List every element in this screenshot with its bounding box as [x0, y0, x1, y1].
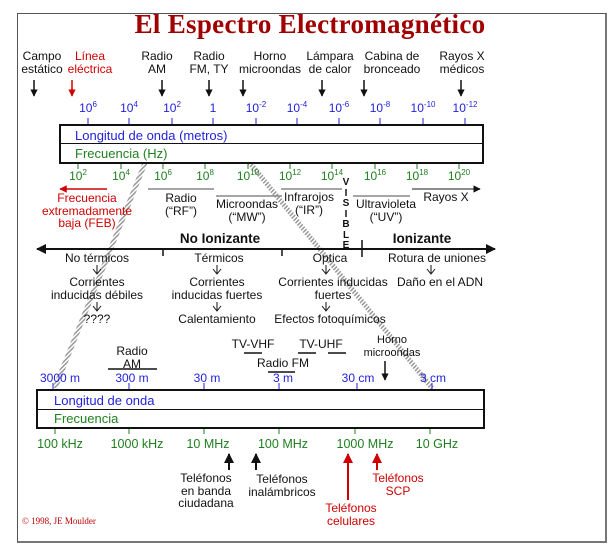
ionizing-label: Ionizante [392, 231, 452, 246]
band-rayos-x: Rayos X [423, 190, 469, 204]
source-rayos-x: Rayos X médicos [439, 49, 485, 76]
effect-optica: Optica [312, 251, 348, 265]
wavelength-tick: 1 [209, 101, 217, 115]
source-campo-estatico: Campo estático [21, 49, 63, 76]
wavelength-tick: 10-8 [369, 100, 391, 115]
effect-rotura: Rotura de uniones [387, 251, 487, 265]
frequency-tick: 1018 [405, 168, 429, 183]
frequency-tick: 1010 [236, 168, 260, 183]
source-arrows [30, 80, 465, 97]
frequency-tick: 1020 [447, 168, 471, 183]
zoom-guide-left [52, 162, 148, 389]
effect-corrientes-debiles: Corrientes inducidas débiles [50, 275, 144, 302]
effect-unknown: ???? [83, 312, 111, 326]
wavelength-tick: 104 [120, 100, 138, 115]
band-visible: V I S I B L E [342, 177, 350, 251]
main-scale-box: Longitud de onda (metros) Frecuencia (Hz… [59, 124, 484, 164]
source-radio-am: Radio AM [141, 49, 173, 76]
diagram-title: El Espectro Electromagnético [134, 9, 486, 39]
frequency-tick: 106 [154, 168, 172, 183]
detail-wavelength-tick: 30 m [193, 371, 221, 385]
band-infrarojos: Infrarojos (“IR”) [283, 190, 335, 217]
phone-scp: Teléfonos SCP [372, 471, 424, 498]
effect-termicos: Térmicos [194, 251, 244, 265]
scale-divider [61, 143, 482, 144]
band-radio: Radio (“RF”) [165, 191, 197, 218]
effect-corrientes-fuertes-optica: Corrientes inducidas fuertes [278, 275, 388, 302]
zoom-guide-right [248, 161, 434, 390]
effect-corrientes-fuertes: Corrientes inducidas fuertes [171, 275, 263, 302]
detail-wavelength-tick: 3 m [272, 371, 294, 385]
effect-fotoquimicos: Efectos fotoquímicos [274, 312, 386, 326]
detail-frequency-tick: 10 GHz [415, 437, 459, 451]
frequency-tick: 108 [196, 168, 214, 183]
wavelength-tick: 10-2 [245, 100, 267, 115]
detail-wavelength-tick: 3000 m [39, 371, 81, 385]
band-ultravioleta: Ultravioleta (“UV”) [355, 197, 417, 224]
wavelength-axis-label: Longitud de onda (metros) [75, 128, 228, 143]
band-microondas: Microondas (“MW”) [215, 197, 279, 224]
effect-no-termicos: No térmicos [64, 251, 130, 265]
detail-frequency-tick: 1000 MHz [336, 437, 394, 451]
detail-wavelength-label: Longitud de onda [54, 393, 155, 408]
detail-radio-am: Radio AM [116, 344, 148, 371]
detail-radio-fm: Radio FM [256, 356, 310, 370]
effect-dano-adn: Daño en el ADN [396, 275, 484, 289]
wavelength-tick: 102 [163, 100, 181, 115]
frequency-tick: 1016 [363, 168, 387, 183]
detail-wavelength-tick: 30 cm [341, 371, 375, 385]
detail-tv-vhf: TV-VHF [231, 337, 275, 351]
frequency-tick: 1012 [278, 168, 302, 183]
frequency-axis-label: Frecuencia (Hz) [75, 146, 168, 161]
source-horno: Horno microondas [238, 49, 302, 76]
detail-tv-uhf: TV-UHF [299, 337, 343, 351]
scale-divider [38, 409, 483, 410]
source-linea-electrica: Línea eléctrica [67, 49, 113, 76]
source-radio-fm-tv: Radio FM, TY [189, 49, 229, 76]
detail-horno: Horno microondas [363, 334, 421, 359]
phone-inalambricos: Teléfonos inalámbricos [248, 472, 316, 499]
band-feb: Frecuencia extremadamente baja (FEB) [41, 191, 133, 230]
phone-banda-ciudadana: Teléfonos en banda ciudadana [178, 471, 234, 510]
wavelength-tick: 106 [79, 100, 97, 115]
wavelength-tick: 10-12 [452, 100, 478, 115]
detail-frequency-tick: 10 MHz [186, 437, 230, 451]
frequency-tick: 104 [112, 168, 130, 183]
copyright: © 1998, JE Moulder [22, 516, 96, 526]
frequency-tick: 1014 [320, 168, 344, 183]
source-lampara: Lámpara de calor [306, 49, 354, 76]
detail-frequency-label: Frecuencia [54, 411, 119, 426]
source-cabina: Cabina de bronceado [363, 49, 421, 76]
detail-frequency-tick: 100 MHz [257, 437, 309, 451]
wavelength-tick: 10-4 [286, 100, 308, 115]
detail-frequency-tick: 1000 kHz [110, 437, 164, 451]
wavelength-tick: 10-10 [410, 100, 436, 115]
detail-wavelength-tick: 300 m [115, 371, 149, 385]
detail-scale-box: Longitud de onda Frecuencia [36, 389, 485, 429]
wavelength-tick: 10-6 [328, 100, 350, 115]
effect-calentamiento: Calentamiento [178, 312, 256, 326]
detail-frequency-tick: 100 kHz [37, 437, 83, 451]
detail-wavelength-tick: 3 cm [419, 371, 447, 385]
phone-celulares: Teléfonos celulares [325, 501, 377, 528]
diagram-frame [17, 13, 607, 543]
frequency-tick: 102 [69, 168, 87, 183]
non-ionizing-label: No Ionizante [179, 231, 261, 246]
